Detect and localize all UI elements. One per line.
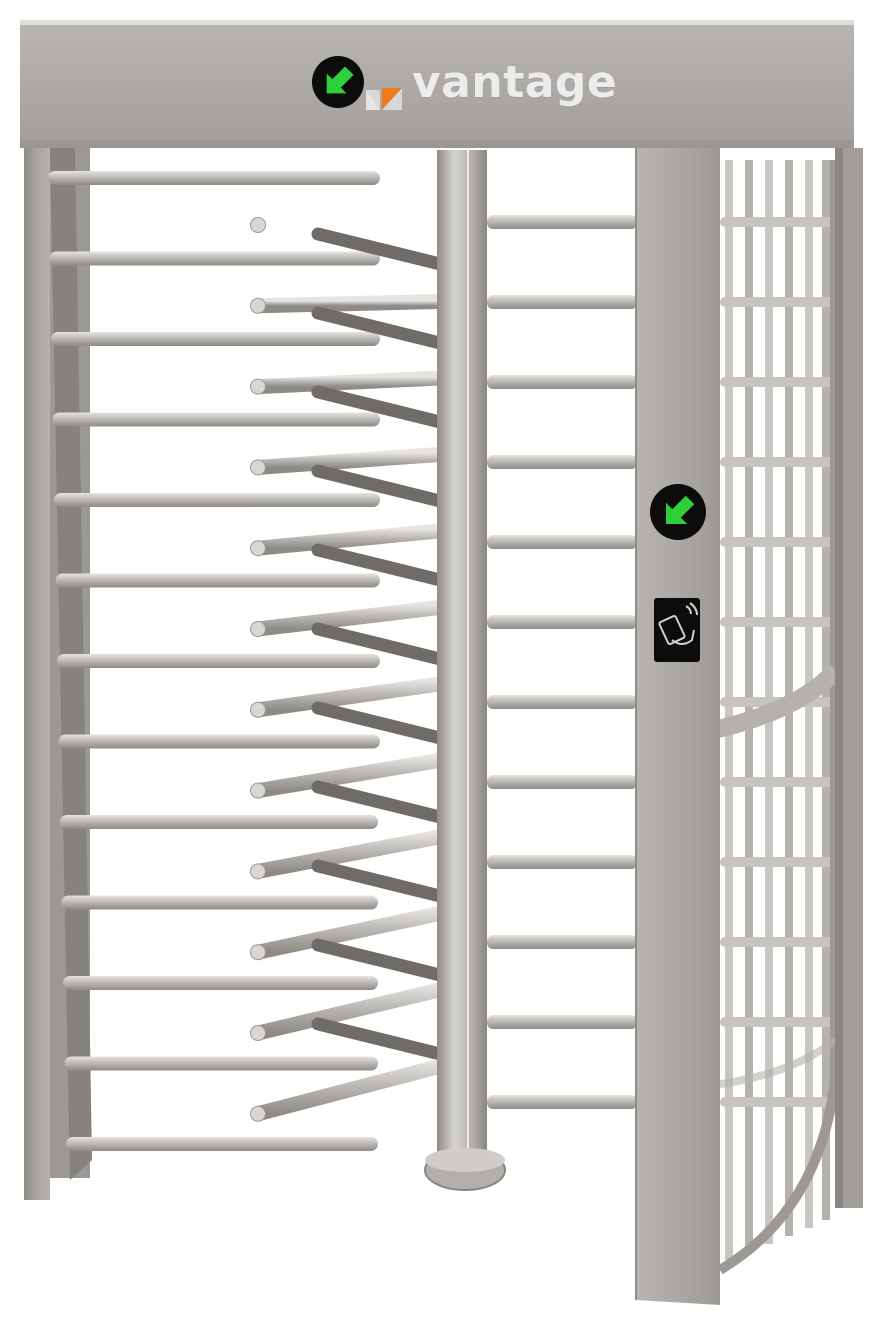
cage-cross-bar	[720, 377, 835, 387]
rotor-column	[437, 150, 487, 1160]
rotor-arm-back	[311, 306, 447, 350]
fixed-bar-right	[487, 1095, 637, 1109]
rotor-arm-back	[311, 938, 447, 982]
brand-name: vantage	[412, 57, 618, 108]
cage-cross-bar	[720, 777, 835, 787]
green-arrow-icon	[326, 66, 354, 94]
rotor-arm	[250, 673, 468, 718]
rotor-arm-back	[311, 701, 447, 745]
rotor-arm	[250, 597, 468, 637]
rotor-arm-back	[311, 859, 447, 903]
rotor-arm	[250, 445, 468, 475]
rotor-arm	[250, 521, 468, 556]
fixed-bar	[48, 171, 380, 185]
fixed-bar-right	[487, 775, 637, 789]
cage-cross-bar	[720, 857, 835, 867]
left-frame-post	[24, 148, 50, 1200]
rotor-arm-back	[311, 385, 447, 429]
brand-logo-mark	[366, 88, 402, 110]
cage-cross-bar	[720, 297, 835, 307]
cage-cross-bar	[720, 457, 835, 467]
rotor-arm	[250, 1053, 468, 1122]
rotor-arm	[250, 825, 468, 879]
rotor-arm	[250, 293, 468, 314]
rotor-arm	[250, 901, 468, 960]
fixed-bar	[54, 493, 380, 507]
top-indicator	[312, 56, 364, 108]
rotor-arm	[250, 977, 468, 1041]
fixed-bar	[52, 412, 380, 427]
fixed-bar	[63, 976, 378, 990]
cage-cross-bar	[720, 1097, 835, 1107]
fixed-bar-right	[487, 855, 637, 869]
fixed-bar	[51, 332, 380, 346]
fixed-bar	[49, 251, 380, 266]
fixed-bar-right	[487, 535, 637, 549]
fixed-bar-right	[487, 375, 637, 389]
cage-bar	[725, 160, 733, 1260]
panel-indicator	[650, 484, 706, 540]
cage-cross-bar	[720, 1017, 835, 1027]
fixed-left-bars	[48, 171, 380, 1151]
fixed-bar-right	[487, 615, 637, 629]
rotor-arm-back	[311, 543, 447, 587]
fixed-right-bars	[487, 215, 835, 1109]
cage-arc	[717, 160, 840, 1275]
rotor-arm	[250, 369, 468, 395]
rotor-arm-back	[311, 780, 447, 824]
control-panel	[636, 145, 720, 1305]
fixed-bar-right	[487, 695, 637, 709]
fixed-bar-right	[487, 215, 637, 229]
brand-logo: vantage	[310, 55, 617, 125]
rotor-arms	[250, 217, 468, 1122]
rotor-arm	[250, 749, 468, 799]
cage-cross-bar	[720, 217, 835, 227]
cage-cross-bar	[720, 617, 835, 627]
fixed-bar	[60, 815, 378, 829]
card-reader	[654, 598, 700, 662]
fixed-bar	[57, 654, 380, 668]
fixed-bar	[61, 895, 378, 910]
rotor-arm-back	[311, 227, 447, 271]
rotor-arm-back	[311, 622, 447, 666]
top-header	[20, 22, 854, 148]
cage-cross-bar	[720, 537, 835, 547]
fixed-bar-right	[487, 455, 637, 469]
fixed-bar	[66, 1137, 378, 1151]
contactless-card-icon	[658, 602, 698, 646]
fixed-bar-right	[487, 295, 637, 309]
fixed-bar	[55, 573, 380, 588]
cage-cross-bar	[720, 937, 835, 947]
fixed-bar-right	[487, 935, 637, 949]
fixed-bar	[64, 1056, 378, 1071]
green-arrow-icon	[665, 495, 695, 525]
rotor-arm-back	[311, 464, 447, 508]
rotor-arm-back	[311, 1017, 447, 1061]
fixed-bar-right	[487, 1015, 637, 1029]
fixed-bar	[58, 734, 380, 749]
